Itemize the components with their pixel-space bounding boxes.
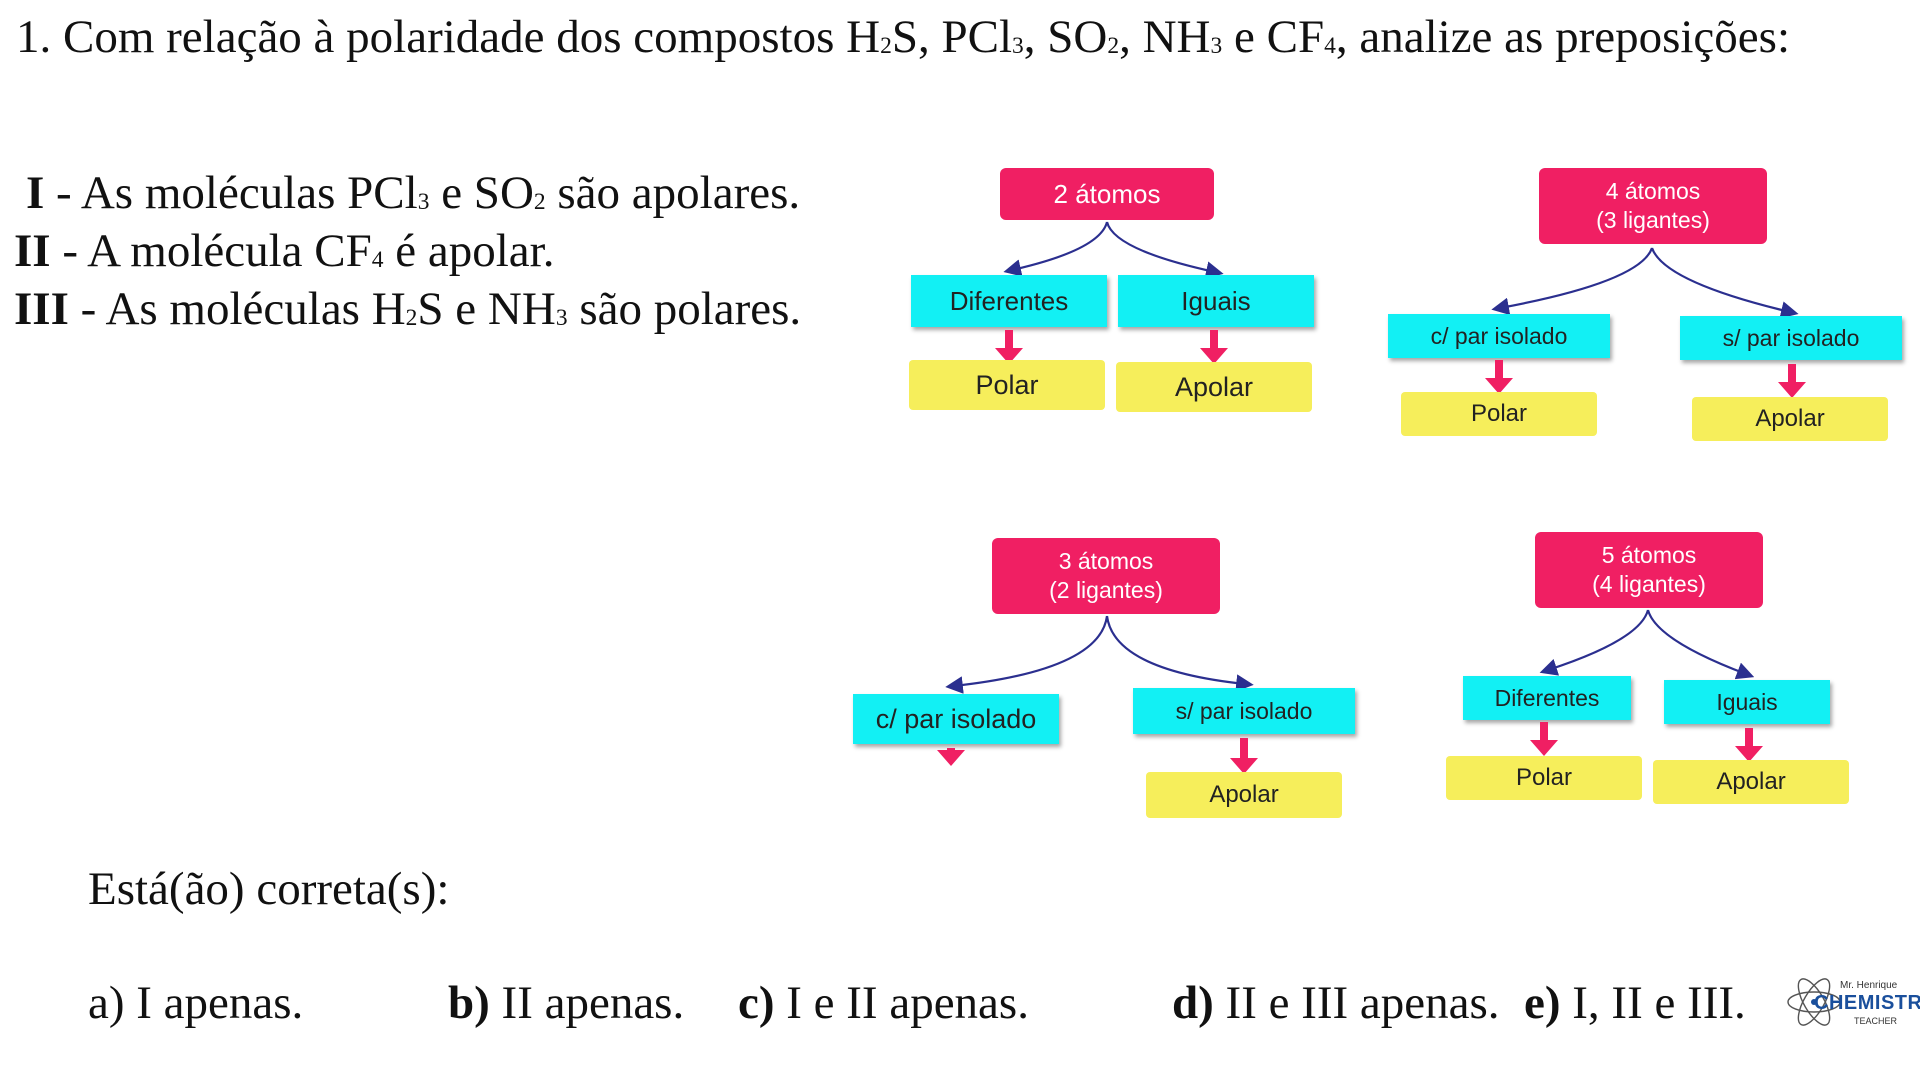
proposition-2: II - A molécula CF4 é apolar. [14,225,555,277]
diagram-2-result-right: Apolar [1116,362,1312,412]
connector-d2-left [1003,221,1109,277]
diagram-4-branch-right: s/ par isolado [1680,316,1902,360]
question-title: 1. Com relação à polaridade dos composto… [16,11,1791,63]
option-b[interactable]: b) II apenas. [448,977,685,1029]
diagram-3-root: 3 átomos(2 ligantes) [992,538,1220,614]
logo-line-2: CHEMISTRY [1814,992,1920,1014]
diagram-4-result-left: Polar [1401,392,1597,436]
logo-line-3: TEACHER [1854,1016,1898,1026]
diagram-5-branch-left: Diferentes [1463,676,1631,720]
diagram-5-result-right: Apolar [1653,760,1849,804]
diagram-3-branch-left: c/ par isolado [853,694,1059,744]
proposition-3: III - As moléculas H2S e NH3 são polares… [14,283,802,335]
connector-d5-right [1646,609,1755,680]
diagram-4-result-right: Apolar [1692,397,1888,441]
connector-d4-left [1491,247,1654,316]
diagram-5-root: 5 átomos(4 ligantes) [1535,532,1763,608]
answer-prompt: Está(ão) correta(s): [88,863,450,915]
connector-d3-left [945,615,1109,694]
connector-d3-right [1105,615,1254,692]
atom-icon [1787,978,1841,1026]
connector-d2-right [1105,221,1224,279]
proposition-1: I - As moléculas PCl3 e SO2 são apolares… [26,167,801,219]
option-c[interactable]: c) I e II apenas. [738,977,1029,1029]
diagram-5-result-left: Polar [1446,756,1642,800]
option-d[interactable]: d) II e III apenas. [1172,977,1500,1029]
connector-d4-right [1650,247,1799,319]
diagram-4-branch-left: c/ par isolado [1388,314,1610,358]
diagram-2-result-left: Polar [909,360,1105,410]
logo-line-1: Mr. Henrique [1840,980,1898,991]
diagram-2-branch-left: Diferentes [911,275,1107,327]
diagram-2-root: 2 átomos [1000,168,1214,220]
option-a[interactable]: a) I apenas. [88,977,304,1029]
diagram-5-branch-right: Iguais [1664,680,1830,724]
diagram-4-root: 4 átomos(3 ligantes) [1539,168,1767,244]
diagram-3-branch-right: s/ par isolado [1133,688,1355,734]
connector-d5-left [1539,609,1650,676]
option-e[interactable]: e) I, II e III. [1524,977,1746,1029]
diagram-2-branch-right: Iguais [1118,275,1314,327]
diagram-3-result-right: Apolar [1146,772,1342,818]
chemistry-teacher-logo: Mr. Henrique CHEMISTRY TEACHER [1782,968,1920,1034]
